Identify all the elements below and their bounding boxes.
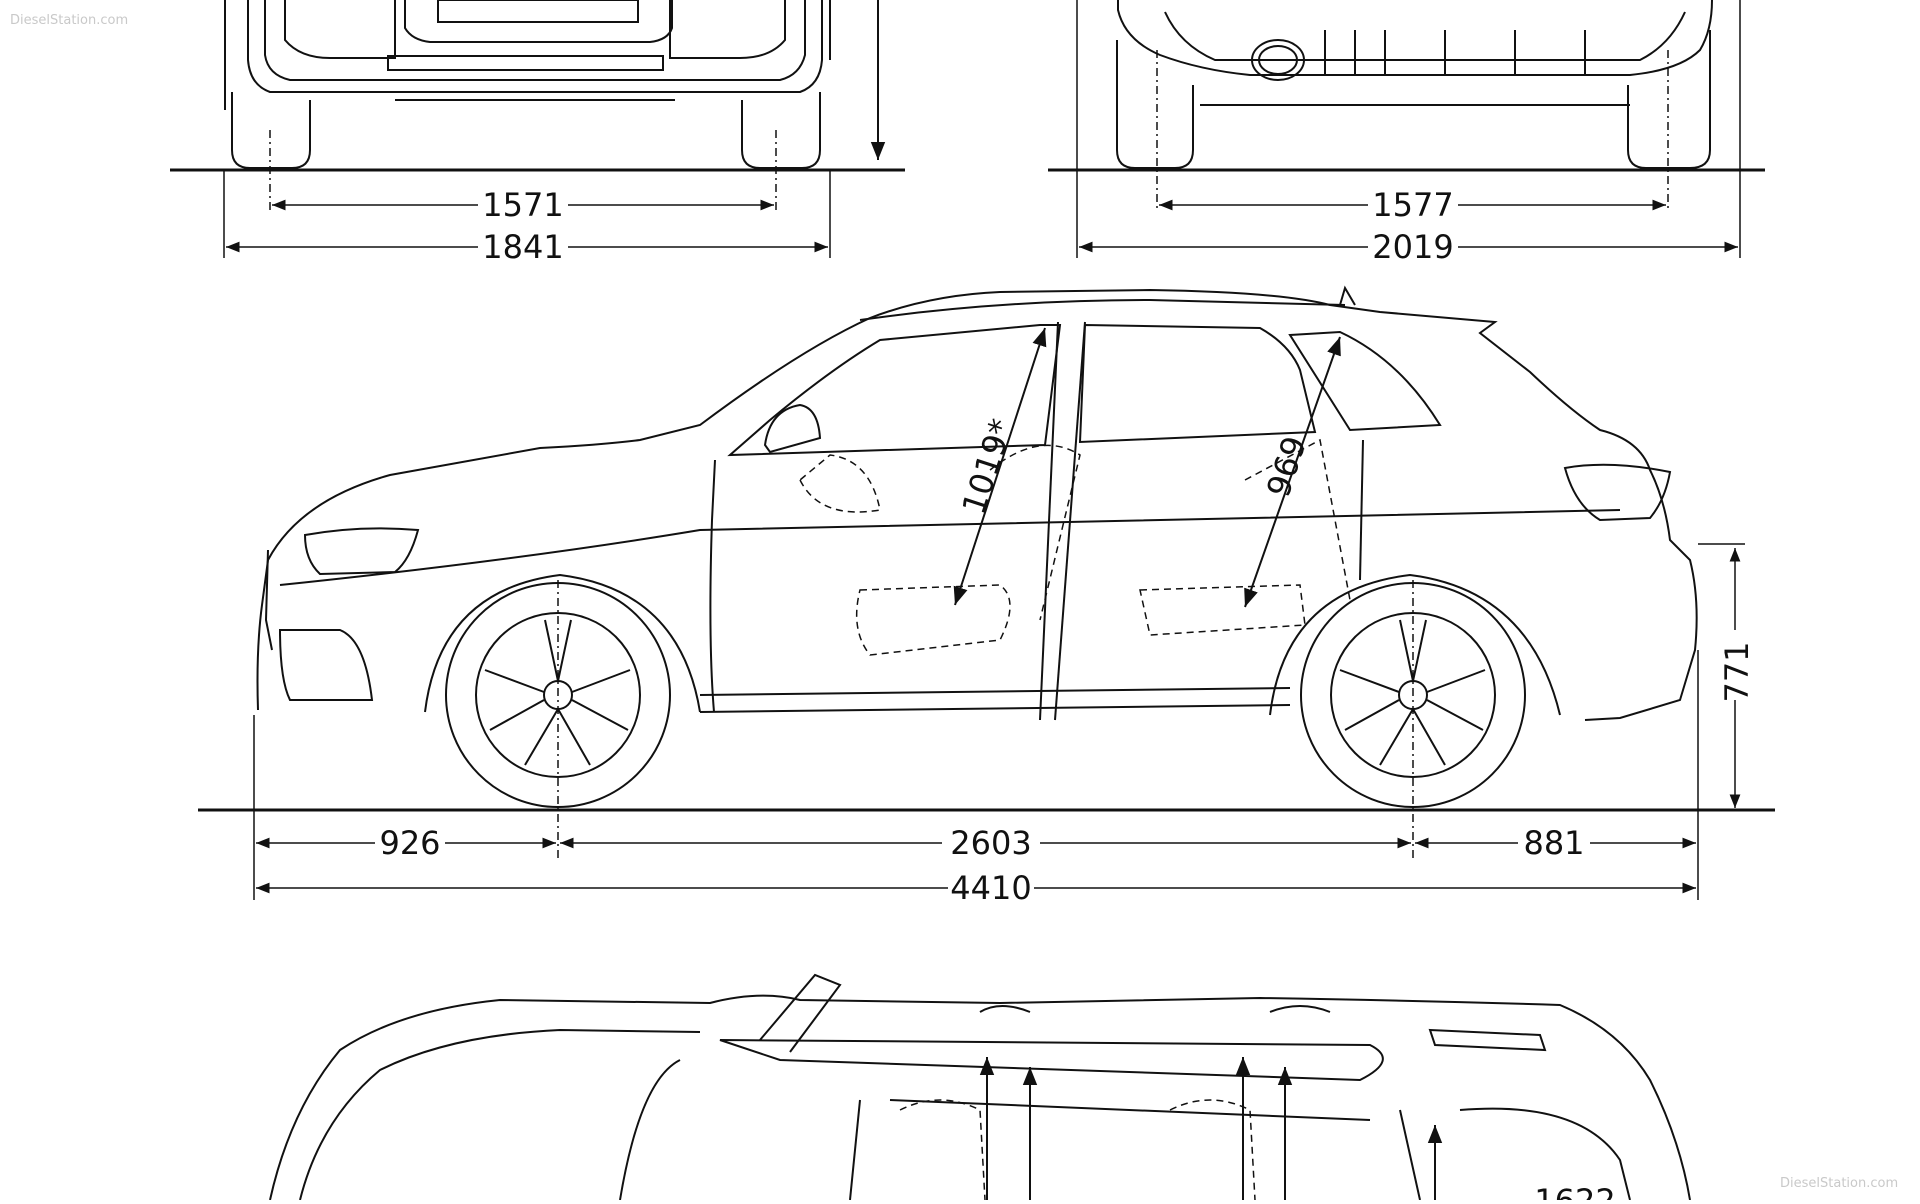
rear-headroom-arrow xyxy=(1244,336,1341,608)
top-view-dashed xyxy=(899,1099,1256,1201)
wheelbase-label: 2603 xyxy=(950,824,1031,862)
top-view-arrows xyxy=(979,1057,1443,1200)
rear-overhang-label: 881 xyxy=(1523,824,1584,862)
front-dimension-lines xyxy=(223,130,831,258)
top-view xyxy=(269,973,1691,1201)
side-view xyxy=(256,285,1698,721)
front-headroom-label: 1019* xyxy=(954,414,1020,518)
watermark-top-left: DieselStation.com xyxy=(10,13,128,28)
front-view xyxy=(224,0,886,169)
front-width-label: 1841 xyxy=(482,228,563,266)
front-track-label: 1571 xyxy=(482,186,563,224)
rear-width-label: 2019 xyxy=(1372,228,1453,266)
length-label: 4410 xyxy=(950,869,1031,907)
front-headroom-arrow xyxy=(953,327,1047,606)
top-view-partial-label: 1622 xyxy=(1534,1182,1615,1200)
front-wheel xyxy=(445,582,671,808)
front-overhang-label: 926 xyxy=(379,824,440,862)
rear-dimension-lines xyxy=(1076,0,1741,258)
side-dimension-lines xyxy=(253,543,1745,900)
height-dim-label: 771 xyxy=(1718,641,1756,702)
rear-view xyxy=(1116,0,1713,169)
rear-headroom-label: 969 xyxy=(1259,432,1314,502)
rear-track-label: 1577 xyxy=(1372,186,1453,224)
watermark-bottom-right: DieselStation.com xyxy=(1780,1176,1898,1191)
